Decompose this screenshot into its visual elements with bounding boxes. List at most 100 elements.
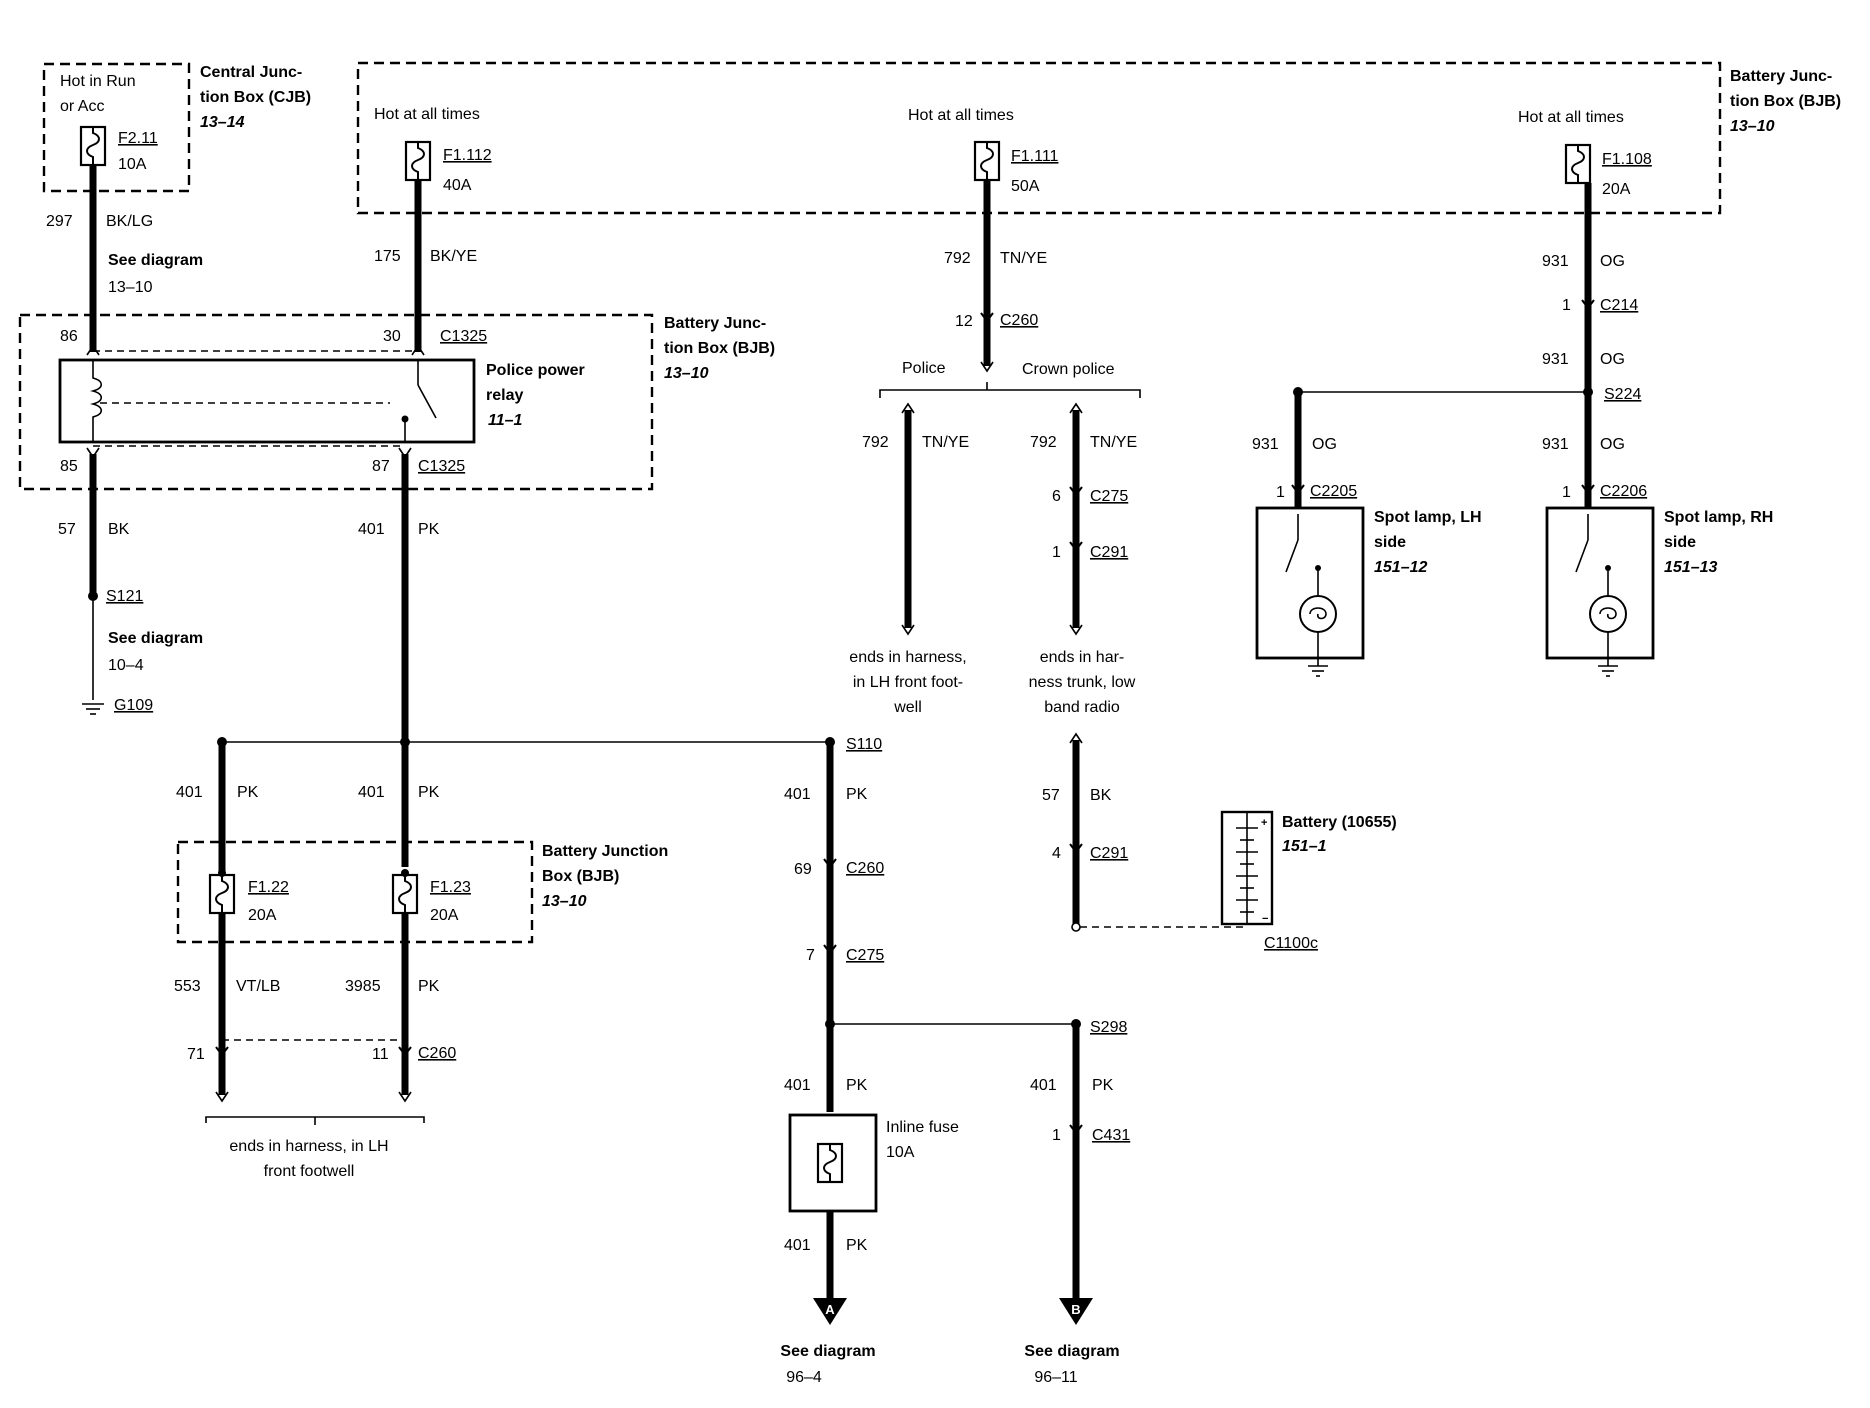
connector-c1325-top: C1325 (440, 328, 487, 345)
pin-1: 1 (1052, 544, 1061, 561)
wire-931-number: 931 (1542, 253, 1569, 270)
spot-lamp-rh-line2: side (1664, 534, 1696, 551)
inline-fuse-amp: 10A (886, 1144, 915, 1161)
wire-931-color: OG (1600, 253, 1625, 270)
cjb-hot-line2: or Acc (60, 98, 104, 115)
wire-401-color: PK (846, 786, 868, 803)
connector-c2206: C2206 (1600, 483, 1647, 500)
pin-69: 69 (794, 861, 812, 878)
bjb-top-ref: 13–10 (1730, 118, 1775, 135)
pin-85: 85 (60, 458, 78, 475)
wire-931-number: 931 (1542, 436, 1569, 453)
relay-ref: 11–1 (488, 412, 523, 429)
ends-trunk-line2: ness trunk, low (1029, 674, 1136, 691)
ends-lh-line1: ends in harness, (849, 649, 966, 666)
ends-trunk-line3: band radio (1044, 699, 1120, 716)
bjb-top-name-line2: tion Box (BJB) (1730, 93, 1841, 110)
wire-792-number: 792 (944, 250, 971, 267)
wire-931-color: OG (1600, 351, 1625, 368)
bjb-lower-ref: 13–10 (542, 893, 587, 910)
connector-c275: C275 (846, 947, 884, 964)
spot-lamp-lh-line1: Spot lamp, LH (1374, 509, 1482, 526)
cjb-ref: 13–14 (200, 114, 245, 131)
pin-6: 6 (1052, 488, 1061, 505)
splice-s121: S121 (106, 588, 143, 605)
ends-trunk-line1: ends in har- (1040, 649, 1125, 666)
wire-401-number: 401 (176, 784, 203, 801)
see-diagram-a: See diagram (780, 1343, 875, 1360)
connector-c1325-bottom: C1325 (418, 458, 465, 475)
fuse-icon (404, 140, 432, 182)
pin-87: 87 (372, 458, 390, 475)
wire-401-number: 401 (784, 1237, 811, 1254)
connector-c260: C260 (1000, 312, 1038, 329)
branch-police: Police (902, 360, 946, 377)
cjb-hot-line1: Hot in Run (60, 73, 136, 90)
cjb-fuse-amp: 10A (118, 156, 147, 173)
wire-401-color: PK (237, 784, 259, 801)
svg-text:−: − (1262, 913, 1268, 925)
cjb-name-line2: tion Box (CJB) (200, 89, 311, 106)
central-junction-box: Hot in Run or Acc Central Junc- tion Box… (42, 62, 311, 193)
wire-297-number: 297 (46, 213, 73, 230)
connector-c214: C214 (1600, 297, 1638, 314)
ends-lh-line3: well (893, 699, 922, 716)
fuse-f1-22-id: F1.22 (248, 879, 289, 896)
cjb-name-line1: Central Junc- (200, 64, 302, 81)
wire-401-color: PK (846, 1237, 868, 1254)
arrow-a-label: A (825, 1302, 835, 1317)
fuse-icon (79, 125, 107, 167)
see-diagram-b: See diagram (1024, 1343, 1119, 1360)
pin-7: 7 (806, 947, 815, 964)
wire-297-color: BK/LG (106, 213, 153, 230)
battery-junction-box-lower: Battery Junction Box (BJB) 13–10 F1.22 2… (176, 840, 668, 944)
relay-box-name-line1: Battery Junc- (664, 315, 766, 332)
connector-c2205: C2205 (1310, 483, 1357, 500)
battery-icon: + − (1220, 810, 1274, 926)
inline-fuse (788, 1113, 878, 1213)
fuse-f1-23-id: F1.23 (430, 879, 471, 896)
ends-in-harness-line2: front footwell (264, 1163, 355, 1180)
fuse-f1-108-amp: 20A (1602, 181, 1631, 198)
battery-junction-box-relay: Battery Junc- tion Box (BJB) 13–10 Polic… (18, 313, 775, 491)
hot-at-all-times-3: Hot at all times (1518, 109, 1624, 126)
spot-lamp-lh (1255, 506, 1365, 677)
hot-at-all-times-1: Hot at all times (374, 106, 480, 123)
wire-57-number: 57 (58, 521, 76, 538)
pin-71: 71 (187, 1046, 205, 1063)
wire-792-color: TN/YE (1090, 434, 1137, 451)
connector-c275: C275 (1090, 488, 1128, 505)
relay-name-line1: Police power (486, 362, 585, 379)
fuse-icon (816, 1142, 844, 1184)
battery-junction-box-top: Hot at all times Hot at all times Hot at… (356, 61, 1841, 215)
branch-crown-police: Crown police (1022, 361, 1115, 378)
wire-401-color: PK (418, 784, 440, 801)
fuse-icon (1564, 143, 1592, 185)
ends-in-harness-line1: ends in harness, in LH (229, 1138, 388, 1155)
spot-lamp-rh (1545, 506, 1655, 677)
see-diagram-ref: 13–10 (108, 279, 153, 296)
wire-57-color: BK (1090, 787, 1112, 804)
fuse-icon (391, 873, 419, 915)
wire-792-color: TN/YE (1000, 250, 1047, 267)
pin-1: 1 (1276, 484, 1285, 501)
pin-1: 1 (1562, 297, 1571, 314)
battery-name: Battery (10655) (1282, 814, 1397, 831)
fuse-f1-22-amp: 20A (248, 907, 277, 924)
wire-401-color: PK (846, 1077, 868, 1094)
wire-401-number: 401 (784, 1077, 811, 1094)
arrow-b-icon: B (1059, 1298, 1093, 1325)
fuse-f1-112-amp: 40A (443, 177, 472, 194)
fuse-f1-108-id: F1.108 (1602, 151, 1652, 168)
wire-401-color: PK (418, 521, 440, 538)
wire-792-number: 792 (862, 434, 889, 451)
relay-box-ref: 13–10 (664, 365, 709, 382)
see-diagram-ref: 10–4 (108, 657, 144, 674)
wire-931-color: OG (1312, 436, 1337, 453)
wire-175-number: 175 (374, 248, 401, 265)
bjb-top-name-line1: Battery Junc- (1730, 68, 1832, 85)
wire-175-color: BK/YE (430, 248, 477, 265)
connector-c1100c: C1100c (1264, 935, 1318, 952)
wire-931-number: 931 (1252, 436, 1279, 453)
